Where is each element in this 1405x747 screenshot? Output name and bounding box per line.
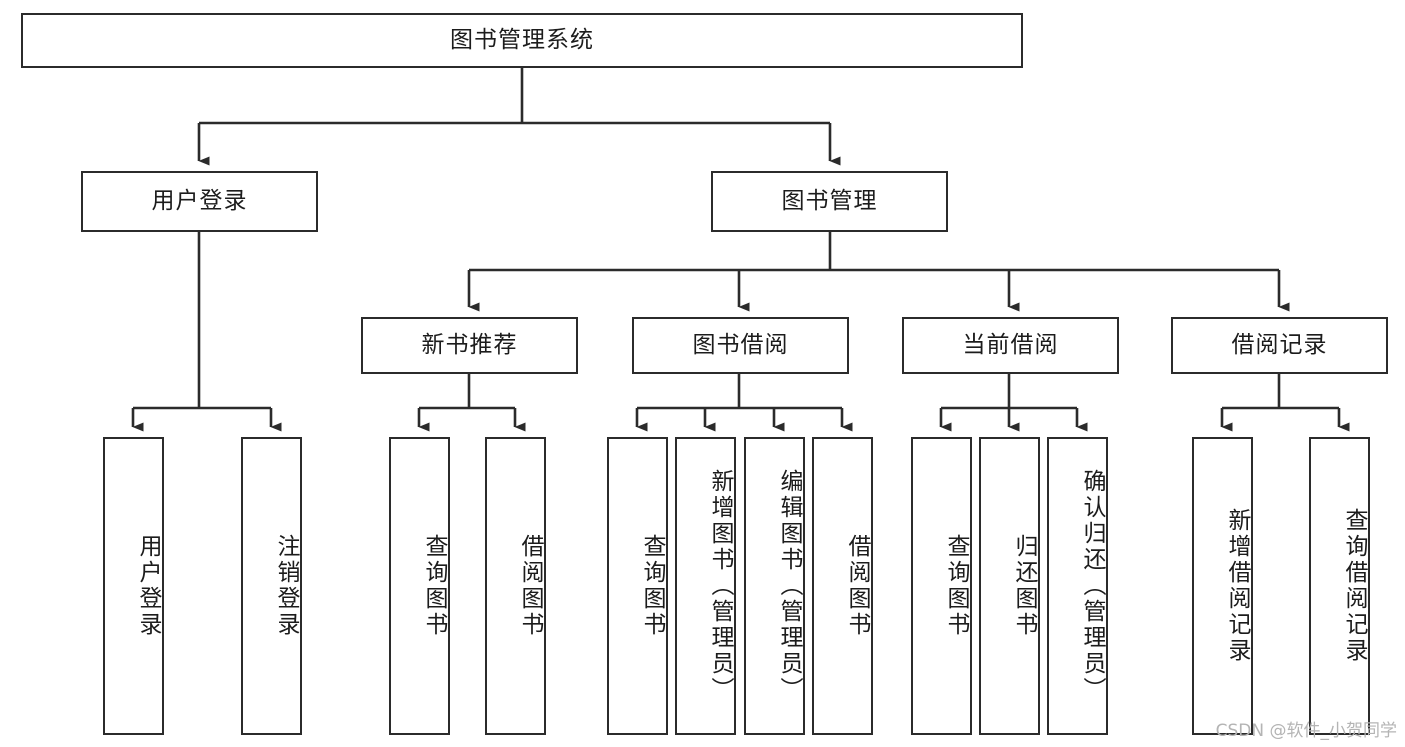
node-leaf-logout[interactable]: 注销登录 — [241, 437, 302, 735]
node-book-manage-label: 图书管理 — [781, 187, 878, 214]
node-leaf-query-record[interactable]: 查询借阅记录 — [1309, 437, 1370, 735]
node-root[interactable]: 图书管理系统 — [21, 13, 1023, 68]
node-borrow-record-label: 借阅记录 — [1231, 331, 1328, 358]
node-leaf-query-book-1[interactable]: 查询图书 — [389, 437, 450, 735]
node-book-borrow[interactable]: 图书借阅 — [632, 317, 849, 374]
node-user-login-label: 用户登录 — [151, 187, 248, 214]
node-leaf-query-book-3-label: 查询图书 — [943, 534, 969, 638]
node-leaf-borrow-book-1-label: 借阅图书 — [517, 534, 543, 638]
node-leaf-user-login[interactable]: 用户登录 — [103, 437, 164, 735]
node-leaf-borrow-book-1[interactable]: 借阅图书 — [485, 437, 546, 735]
node-leaf-borrow-book-2[interactable]: 借阅图书 — [812, 437, 873, 735]
node-leaf-query-book-2-label: 查询图书 — [639, 534, 665, 638]
watermark-text: CSDN @软件_小贺同学 — [1215, 721, 1397, 741]
node-leaf-edit-book[interactable]: 编辑图书（管理员） — [744, 437, 805, 735]
node-leaf-query-record-label: 查询借阅记录 — [1341, 508, 1367, 664]
node-leaf-return-book[interactable]: 归还图书 — [979, 437, 1040, 735]
node-leaf-query-book-2[interactable]: 查询图书 — [607, 437, 668, 735]
node-new-book-rec[interactable]: 新书推荐 — [361, 317, 578, 374]
node-borrow-record[interactable]: 借阅记录 — [1171, 317, 1388, 374]
node-leaf-query-book-3[interactable]: 查询图书 — [911, 437, 972, 735]
node-leaf-confirm-return[interactable]: 确认归还（管理员） — [1047, 437, 1108, 735]
node-leaf-return-book-label: 归还图书 — [1011, 534, 1037, 638]
node-leaf-logout-label: 注销登录 — [273, 534, 299, 638]
node-leaf-add-record-label: 新增借阅记录 — [1224, 508, 1250, 664]
node-new-book-rec-label: 新书推荐 — [421, 331, 518, 358]
node-current-borrow-label: 当前借阅 — [962, 331, 1059, 358]
node-leaf-add-book[interactable]: 新增图书（管理员） — [675, 437, 736, 735]
node-leaf-edit-book-label: 编辑图书（管理员） — [776, 469, 802, 703]
node-user-login[interactable]: 用户登录 — [81, 171, 318, 232]
node-book-borrow-label: 图书借阅 — [692, 331, 789, 358]
node-book-manage[interactable]: 图书管理 — [711, 171, 948, 232]
node-leaf-borrow-book-2-label: 借阅图书 — [844, 534, 870, 638]
node-leaf-query-book-1-label: 查询图书 — [421, 534, 447, 638]
node-leaf-user-login-label: 用户登录 — [135, 534, 161, 638]
node-leaf-add-record[interactable]: 新增借阅记录 — [1192, 437, 1253, 735]
node-leaf-confirm-return-label: 确认归还（管理员） — [1079, 469, 1105, 703]
node-current-borrow[interactable]: 当前借阅 — [902, 317, 1119, 374]
node-root-label: 图书管理系统 — [450, 26, 594, 53]
node-leaf-add-book-label: 新增图书（管理员） — [707, 469, 733, 703]
